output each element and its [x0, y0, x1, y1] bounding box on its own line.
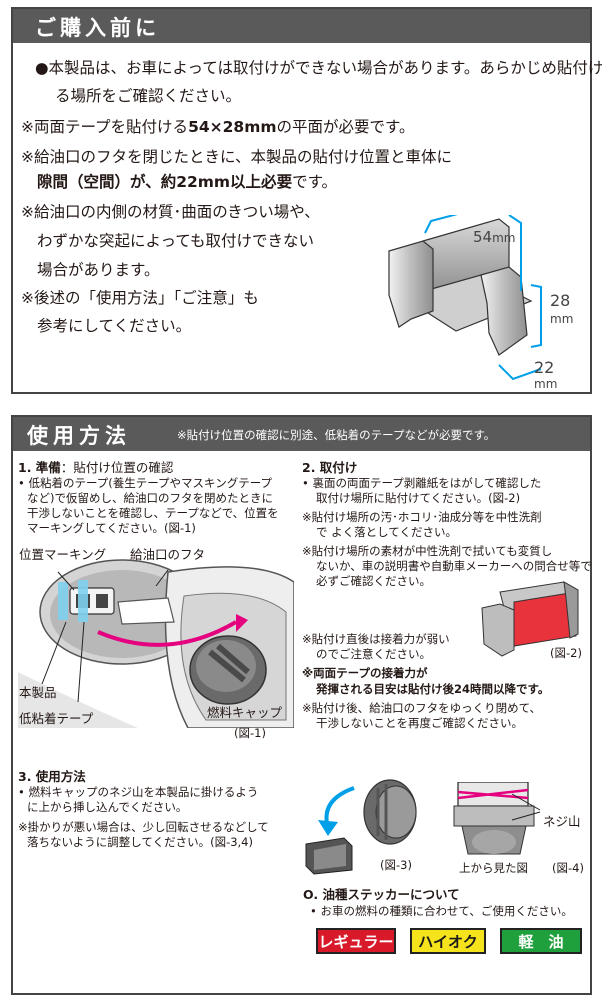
before-line-6: わずかな突起によっても取付けできない	[37, 232, 314, 250]
step1-line2: など)で仮留めし、給油口のフタを閉めたときに	[27, 491, 273, 505]
fig2-illustration	[481, 581, 579, 657]
step3-line4: 落ちないように調整してください。(図-3,4)	[27, 835, 253, 849]
step2-title: 2. 取付け	[302, 460, 358, 475]
before-line-5: ※給油口の内側の材質･曲面のきつい場や、	[21, 203, 320, 221]
before-purchase-header: ご購入前に	[13, 9, 590, 43]
before-line-7: 場合があります。	[37, 261, 160, 279]
before-line-1b: る場所をご確認ください。	[55, 87, 242, 105]
how-to-use-title: 使用方法	[27, 424, 131, 448]
step3-line3: ※掛かりが悪い場合は、少し回転させるなどして	[18, 820, 269, 834]
how-to-use-header: 使用方法 ※貼付け位置の確認に別途、低粘着のテープなどが必要です。	[13, 417, 590, 451]
dim-height: 28	[550, 291, 571, 310]
before-purchase-title: ご購入前に	[35, 16, 160, 40]
before-line-8: ※後述の「使用方法」「ご注意」も	[21, 289, 259, 307]
fig1-caption: (図-1)	[234, 726, 266, 740]
before-line-1a: ●本製品は、お車によっては取付けができない場合があります。あらかじめ貼付け	[35, 59, 602, 77]
fig2-caption: (図-2)	[550, 646, 582, 660]
dim-depth-unit: mm	[534, 377, 558, 391]
before-purchase-section: ご購入前に ●本製品は、お車によっては取付けができない場合があります。あらかじめ…	[11, 7, 602, 394]
sticker-regular: レギュラー	[316, 928, 396, 954]
step2-line7: 必ずご確認ください。	[316, 574, 431, 588]
step2-line8: ※貼付け直後は接着力が弱い	[302, 632, 450, 646]
dim-depth: 22	[534, 358, 555, 377]
label-product: 本製品	[19, 685, 57, 700]
step1-title: 1. 準備：貼付け位置の確認	[18, 460, 174, 475]
before-line-2: ※両面テープを貼付ける54×28mmの平面が必要です。	[21, 118, 415, 136]
label-low-tack-tape: 低粘着テープ	[19, 711, 94, 726]
step1-line3: 干渉しないことを確認し、テープなどで、位置を	[27, 506, 279, 520]
step2-line4: で よく落としてください。	[316, 525, 457, 539]
how-to-use-note: ※貼付け位置の確認に別途、低粘着のテープなどが必要です。	[177, 428, 496, 442]
step2-line3: ※貼付け場所の汚･ホコリ･油成分等を中性洗剤	[302, 510, 542, 524]
step2-line10: ※貼付け後、給油口のフタをゆっくり閉めて、	[302, 701, 542, 715]
step3-line1: • 燃料キャップのネジ山を本製品に掛けるよう	[18, 785, 259, 799]
label-top-view: 上から見た図	[459, 861, 528, 875]
before-line-4: 隙間（空間）が、約22mm以上必要です。	[37, 173, 338, 191]
step2-line6: ないか、車の説明書や自動車メーカーへの問合せ等で	[316, 559, 592, 573]
label-thread: ネジ山	[543, 814, 581, 829]
step2-line2: 取付け場所に貼付けてください。(図-2)	[316, 491, 521, 505]
step3-title: 3. 使用方法	[18, 769, 86, 784]
product-dimension-illustration	[388, 215, 542, 381]
label-position-marking: 位置マーキング	[19, 547, 107, 562]
fig3-caption: (図-3)	[380, 858, 412, 872]
step2-line9: のでご注意ください。	[316, 647, 431, 661]
sticker-high-octane: ハイオク	[410, 928, 486, 954]
label-fuel-lid: 給油口のフタ	[130, 547, 206, 562]
before-line-3: ※給油口のフタを閉じたときに、本製品の貼付け位置と車体に	[21, 148, 453, 166]
thread-leader-lines	[511, 793, 541, 821]
before-line-9: 参考にしてください。	[37, 317, 192, 335]
dim-height-unit: mm	[550, 312, 574, 326]
step2-line5: ※貼付け場所の素材が中性洗剤で拭いても変質し	[302, 544, 553, 558]
fig4-caption: (図-4)	[552, 861, 584, 875]
fig1-illustration	[18, 552, 294, 728]
step2-bold2: 発揮される目安は貼付け後24時間以降です。	[316, 682, 550, 696]
step1-line4: マーキングしてください。(図-1)	[27, 521, 196, 535]
step2-line1: • 裏面の両面テープ剥離紙をはがして確認した	[302, 476, 542, 490]
step1-line1: • 低粘着のテープ(養生テープやマスキングテープ	[18, 476, 273, 490]
fig3-illustration	[305, 779, 417, 875]
step3-line2: に上から挿し込んでください。	[27, 800, 188, 814]
dim-width: 54mm	[473, 228, 516, 246]
step-o-title: O. 油種ステッカーについて	[303, 887, 460, 902]
label-fuel-cap: 燃料キャップ	[207, 705, 283, 720]
sticker-diesel: 軽 油	[500, 928, 582, 954]
step2-line11: 干渉しないことを再度ご確認ください。	[316, 716, 523, 730]
step-o-line1: • お車の燃料の種類に合わせて、ご使用ください。	[310, 904, 573, 918]
step2-bold1: ※両面テープの接着力が	[302, 666, 428, 680]
